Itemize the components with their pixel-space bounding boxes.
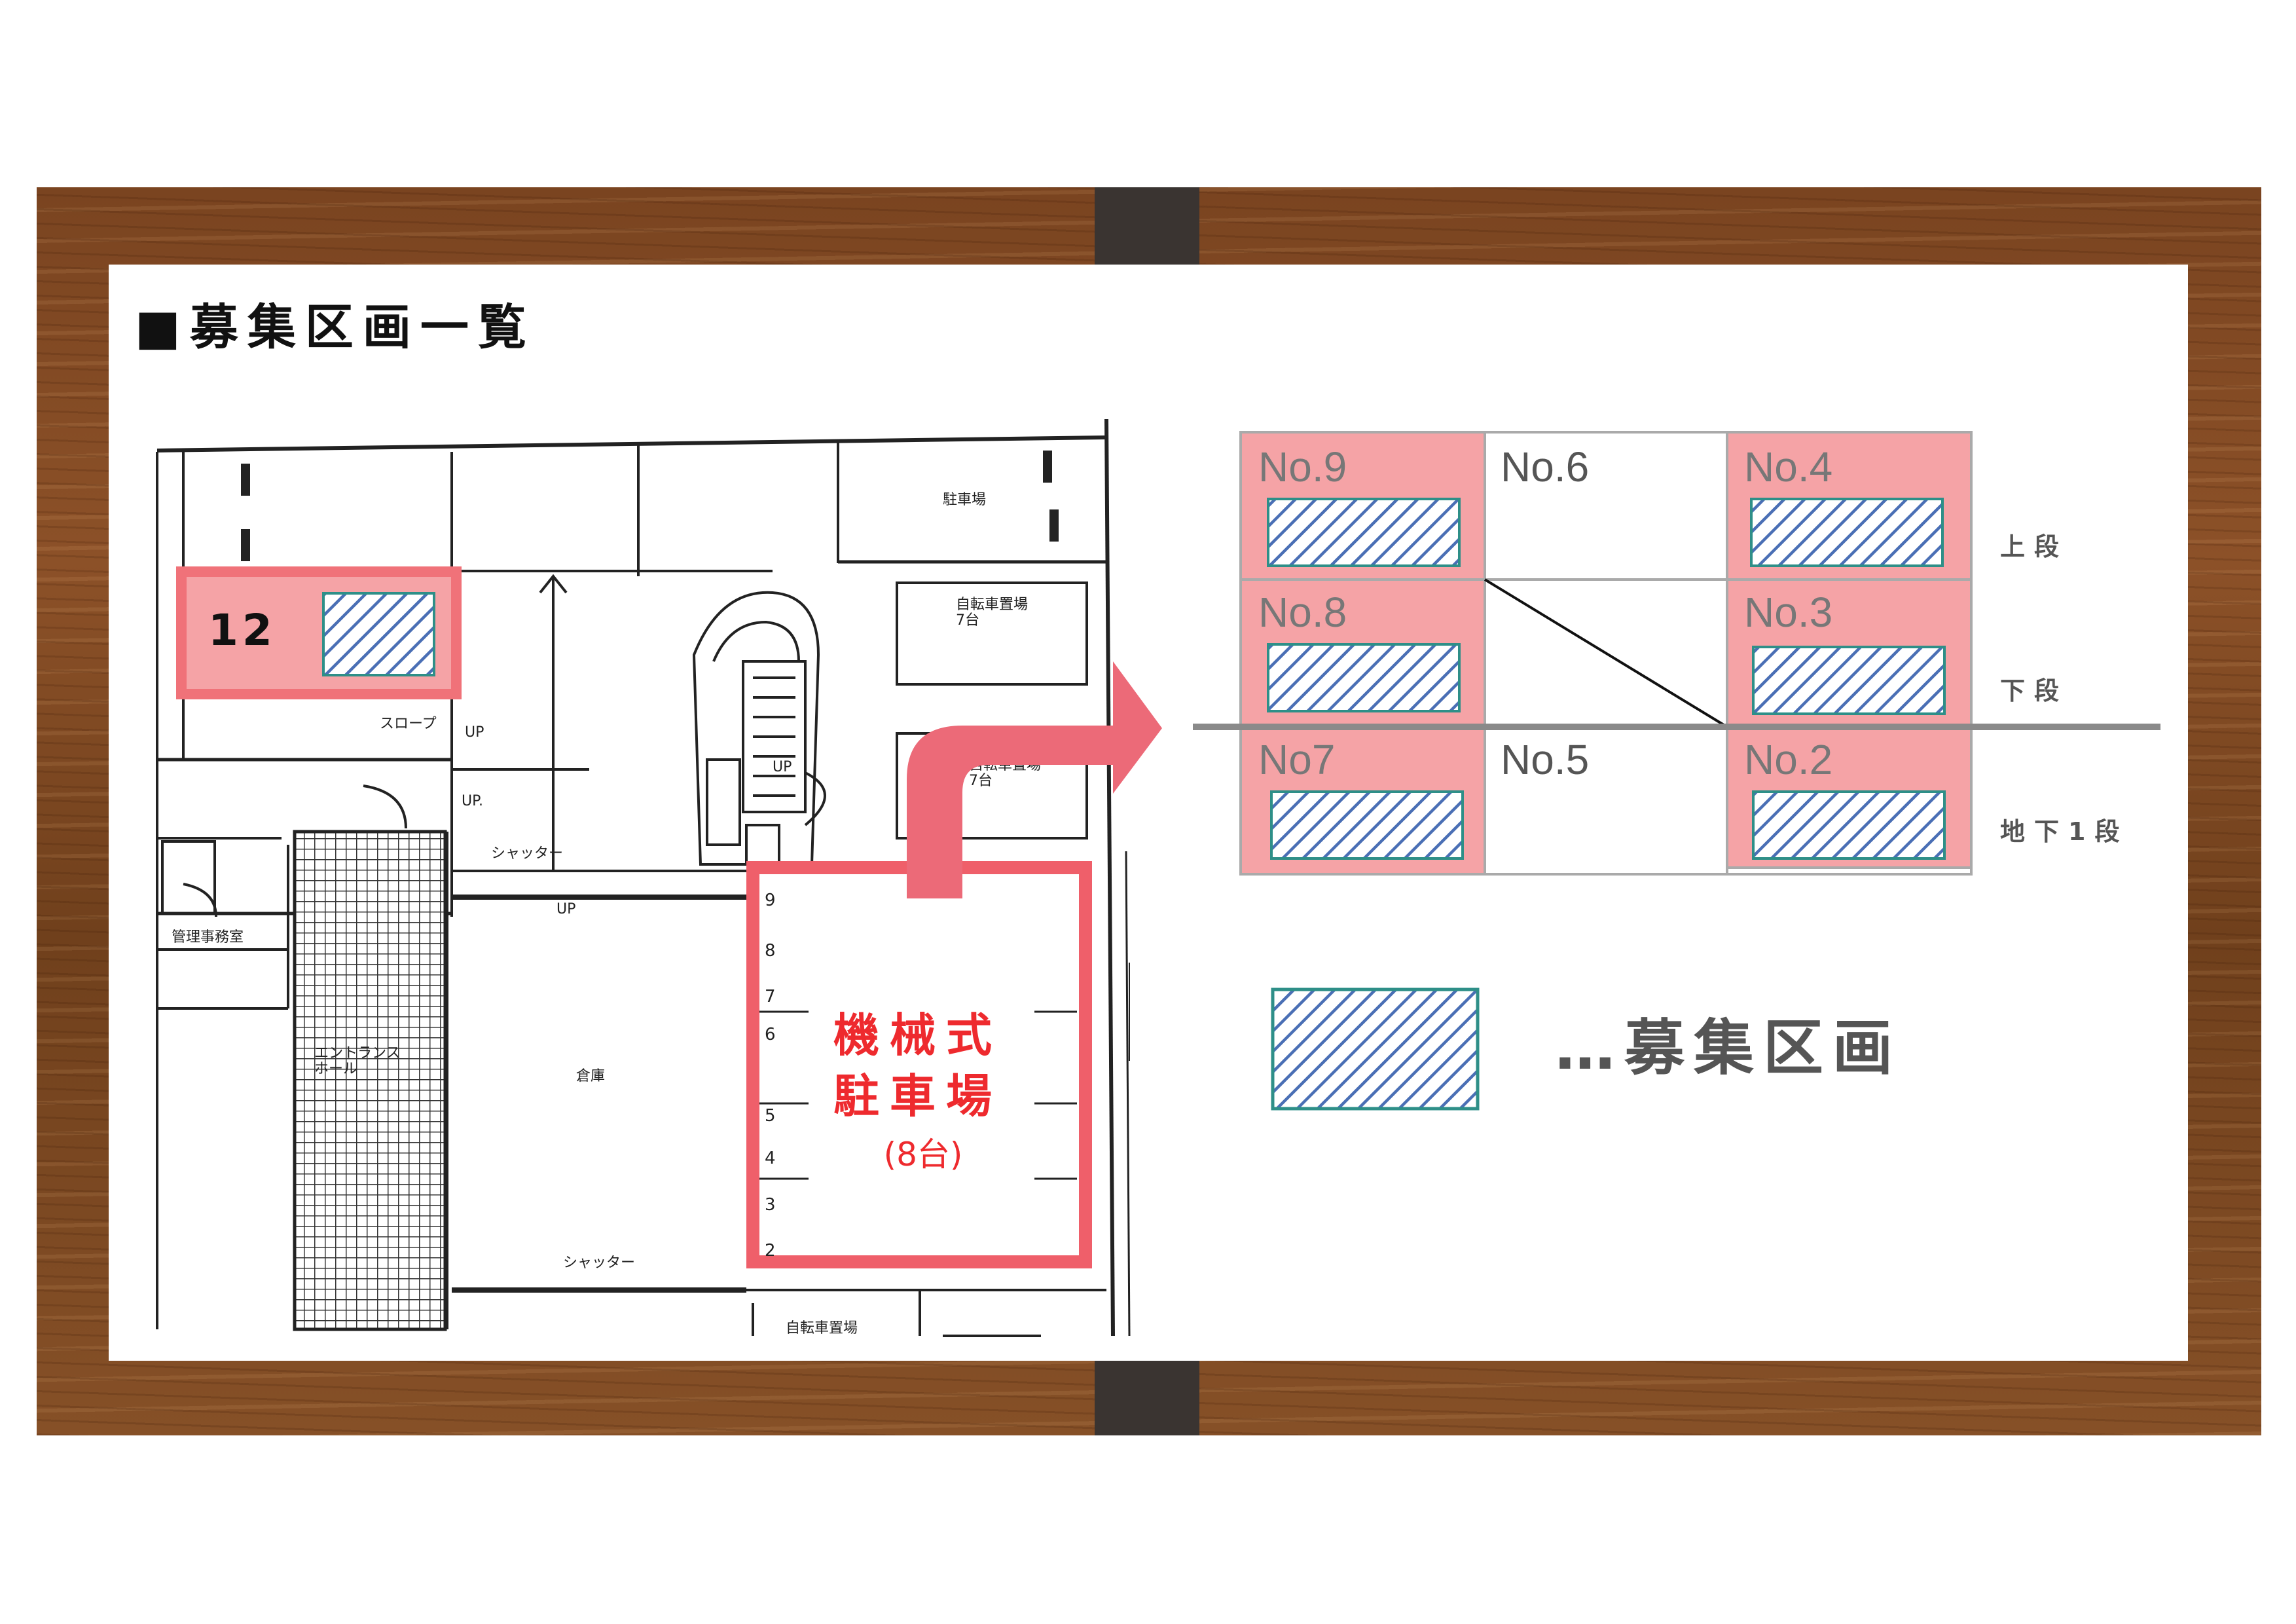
slot-number: 7 [765,987,776,1006]
cell-label-no9: No.9 [1258,443,1347,490]
mechanical-parking-line2: 駐車場 [833,1069,1002,1123]
slot-number: 4 [765,1149,776,1168]
cell-label-no8: No.8 [1258,589,1347,636]
mechanical-parking-count: (8台) [884,1135,963,1173]
cell-label-no4: No.4 [1744,443,1832,490]
mechanical-parking-line1: 機械式 [833,1008,1002,1062]
legend-hatch-swatch [1271,987,1480,1111]
diagonal-line [1484,578,1728,728]
bottom-strap [1095,1361,1199,1435]
plan-label-parking: 駐車場 [943,492,986,508]
legend-label: …募集区画 [1555,1013,1902,1083]
cell-label-no6: No.6 [1501,443,1589,490]
legend: …募集区画 [1271,987,1902,1111]
row-label-upper: 上段 [2000,532,2068,561]
floor-plan [156,418,1131,1337]
plan-label-bike-bottom: 自転車置場 [786,1320,858,1337]
hatch-no2 [1752,790,1946,860]
hatch-no8 [1267,643,1461,712]
slot-number: 3 [765,1195,776,1215]
slot-number: 2 [765,1241,776,1261]
page-title: ■募集区画一覧 [135,299,536,356]
mechanical-parking-border [746,861,1092,1268]
row-label-basement: 地下1段 [2000,817,2128,846]
cell-label-no7: No7 [1258,736,1335,783]
hatch-no3 [1752,646,1946,715]
slot-number: 9 [765,891,776,910]
hatch-no4 [1750,498,1944,567]
cell-label-no3: No.3 [1744,589,1832,636]
plan-label-up-2: UP. [462,793,483,809]
plan-label-office: 管理事務室 [172,929,244,946]
cell-label-no2: No.2 [1744,736,1832,783]
plan-label-storage: 倉庫 [576,1068,605,1084]
plan-label-up-3: UP [773,759,792,775]
hatch-no7 [1270,790,1464,860]
cell-labels: No.9 No.6 No.4 No.8 No.3 No7 No.5 No.2 [1258,443,1832,783]
plan-label-entrance: エントランスホール [314,1045,401,1077]
curved-arrow [907,661,1162,898]
top-strap [1095,187,1199,267]
slot-number: 6 [765,1025,776,1044]
plan-label-up-4: UP [556,901,575,917]
slot-numbers: 9 8 7 6 5 4 3 2 [765,891,776,1261]
mechanical-parking: 9 8 7 6 5 4 3 2 機械式 駐車場 (8台) [746,861,1092,1268]
plan-label-slope: スロープ [380,716,437,732]
slot-number: 5 [765,1106,776,1126]
row-labels: 上段 下段 地下1段 [2000,532,2128,846]
space-12-hatch [322,592,435,676]
slot-number: 8 [765,941,776,961]
space-12: 12 [176,566,462,699]
space-12-label: 12 [208,605,276,655]
plan-label-shutter-2: シャッター [563,1255,635,1271]
plan-label-up-1: UP [465,724,484,741]
row-label-lower: 下段 [2000,676,2068,705]
hatch-no9 [1267,498,1461,567]
plan-label-shutter-1: シャッター [491,845,563,862]
parking-grid: No.9 No.6 No.4 No.8 No.3 No7 No.5 No.2 上… [1193,431,2160,876]
cell-label-no5: No.5 [1501,736,1589,783]
